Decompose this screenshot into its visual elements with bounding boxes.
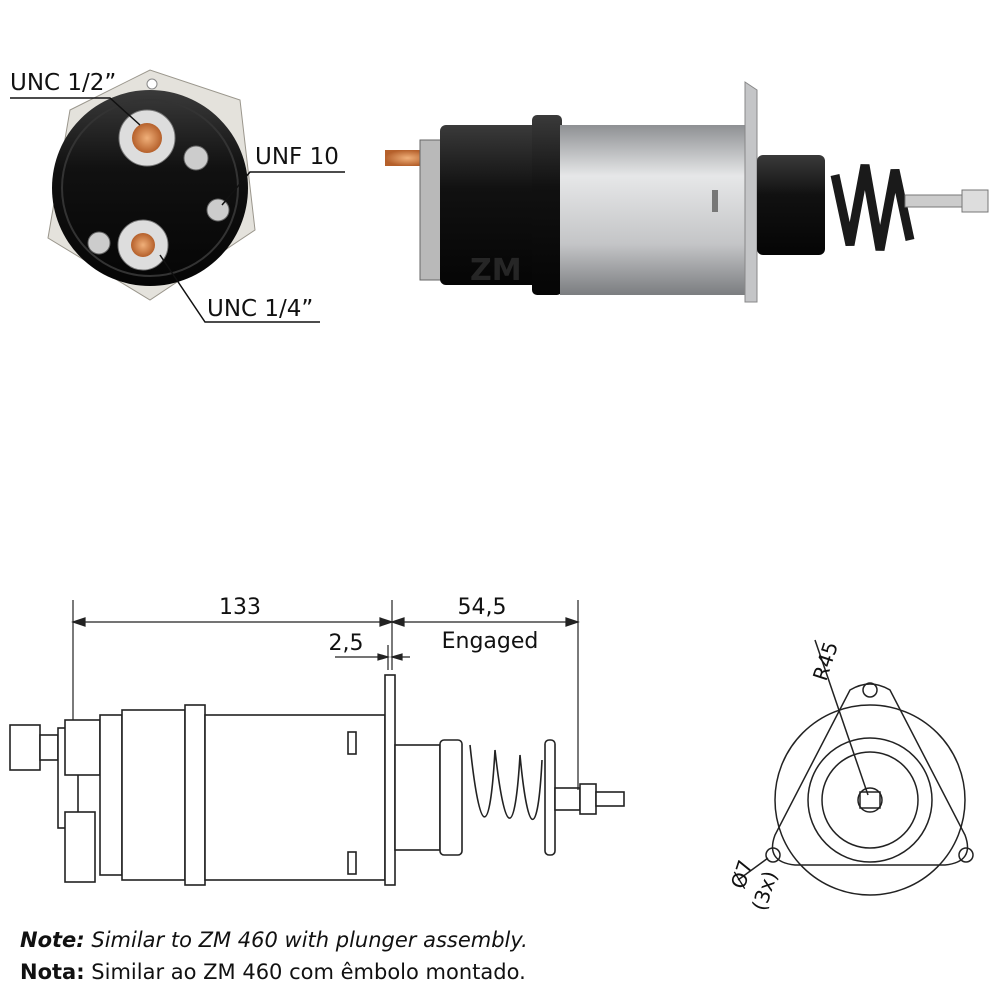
watermark: ZM — [470, 253, 522, 288]
spring-outline — [469, 744, 543, 821]
mount-hole — [862, 682, 878, 698]
flange — [744, 81, 758, 303]
signal-terminal — [206, 198, 230, 222]
label-unf-10: UNF 10 — [255, 144, 339, 170]
mount-hole — [958, 847, 974, 863]
housing-outline — [204, 714, 386, 881]
silver-housing — [560, 125, 748, 295]
note-label: Nota: — [20, 960, 85, 984]
label-unc-1-4: UNC 1/4” — [207, 296, 313, 322]
side-view-photo: ZM — [385, 81, 989, 303]
side-drawing — [9, 674, 625, 886]
end-drawing — [737, 639, 974, 896]
spring — [830, 164, 915, 251]
plunger-shaft — [904, 194, 966, 208]
triangular-flange — [771, 683, 969, 866]
flange-outline — [384, 674, 396, 886]
end-view-photo: UNC 1/2” UNF 10 UNC 1/4” — [10, 69, 345, 323]
note-english: Note: Similar to ZM 460 with plunger ass… — [20, 928, 528, 952]
note-text: Similar ao ZM 460 com êmbolo montado. — [84, 960, 526, 984]
rubber-boot — [757, 155, 825, 255]
copper-stud — [385, 150, 430, 166]
note-label: Note: — [20, 928, 85, 952]
note-text: Similar to ZM 460 with plunger assembly. — [84, 928, 528, 952]
dim-plunger-state: Engaged — [442, 629, 539, 654]
mount-hole — [765, 847, 781, 863]
note-portuguese: Nota: Similar ao ZM 460 com êmbolo monta… — [20, 960, 526, 984]
label-unc-1-2: UNC 1/2” — [10, 70, 116, 96]
black-cap — [440, 125, 540, 285]
dim-flange-thickness: 2,5 — [329, 631, 364, 656]
dim-flange-radius: R45 — [808, 639, 843, 684]
dim-overall-length: 133 — [219, 595, 261, 620]
terminal-nut — [9, 724, 41, 771]
dim-plunger-travel: 54,5 — [458, 595, 507, 620]
cap-outline — [121, 709, 186, 881]
dimension-lines — [71, 600, 580, 790]
